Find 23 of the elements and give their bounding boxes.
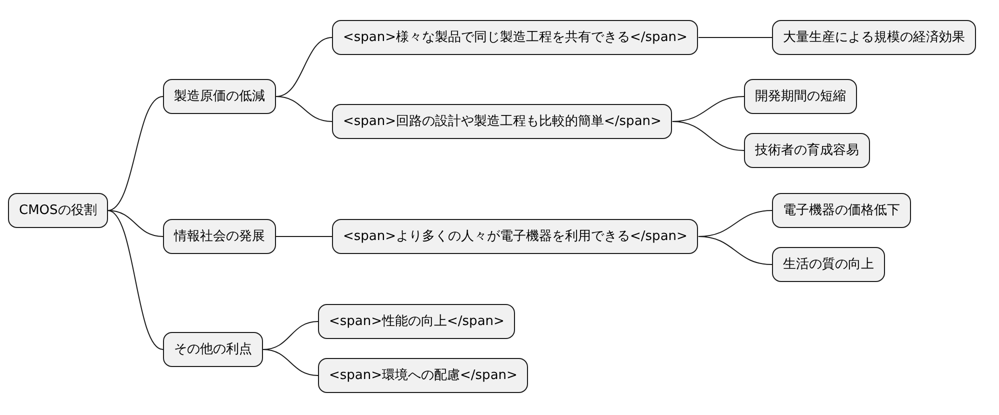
topic-box: 製造原価の低減: [163, 79, 276, 114]
topic-box: 電子機器の価格低下: [772, 193, 911, 228]
connector: [698, 37, 772, 38]
topic-box: <span>より多くの人々が電子機器を利用できる</span>: [332, 219, 698, 254]
connector: [107, 210, 164, 350]
topic-box: <span>回路の設計や製造工程も比較的簡単</span>: [332, 104, 672, 139]
connector: [276, 236, 332, 237]
topic-box: 情報社会の発展: [163, 219, 276, 254]
connector: [698, 236, 772, 265]
connector: [672, 121, 744, 151]
topic-box: <span>環境への配慮</span>: [318, 358, 528, 393]
connector: [276, 96, 332, 122]
topic-box: 生活の質の向上: [772, 247, 885, 282]
connector: [107, 210, 164, 237]
connector: [107, 96, 164, 211]
root-topic-box: CMOSの役割: [8, 193, 108, 228]
connector: [262, 349, 318, 376]
topic-box: 開発期間の短縮: [744, 79, 857, 114]
topic-box: 技術者の育成容易: [744, 133, 870, 168]
topic-box: 大量生産による規模の経済効果: [772, 20, 976, 55]
topic-box: <span>性能の向上</span>: [318, 304, 516, 339]
topic-box: <span>様々な製品で同じ製造工程を共有できる</span>: [332, 20, 698, 55]
topic-box: その他の利点: [163, 332, 263, 367]
